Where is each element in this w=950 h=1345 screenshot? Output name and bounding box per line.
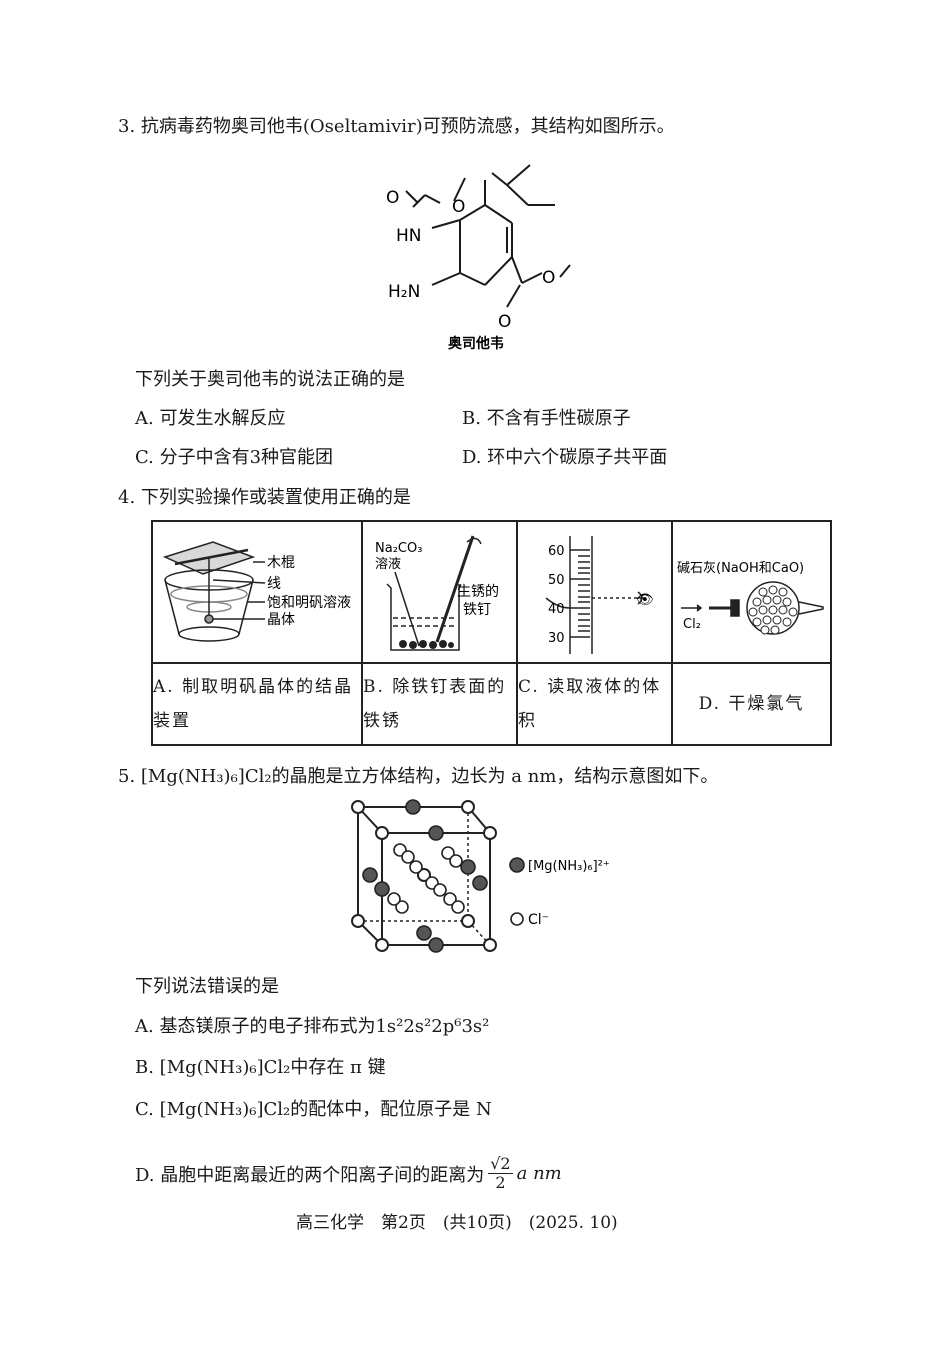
- q5-option-c[interactable]: C. [Mg(NH₃)₆]Cl₂的配体中，配位原子是 N: [135, 1099, 492, 1120]
- atom-hn: HN: [396, 226, 422, 246]
- caption-c[interactable]: C. 读取液体的体积: [516, 662, 673, 746]
- tick-60: 60: [548, 544, 565, 559]
- q4-stem: 4. 下列实验操作或装置使用正确的是: [118, 487, 411, 508]
- atom-h2n: H₂N: [388, 282, 420, 302]
- cylinder-reading: 60 50 40 30 👁: [545, 536, 654, 654]
- q5-option-b[interactable]: B. [Mg(NH₃)₆]Cl₂中存在 π 键: [135, 1057, 386, 1078]
- drying-tube-setup: 碱石灰(NaOH和CaO) Cl₂: [677, 561, 824, 635]
- structure-caption: 奥司他韦: [448, 335, 504, 352]
- label-thread: 线: [267, 576, 281, 592]
- q3-option-c[interactable]: C. 分子中含有3种官能团: [135, 447, 334, 468]
- q5-stem: 5. [Mg(NH₃)₆]Cl₂的晶胞是立方体结构，边长为 a nm，结构示意图…: [118, 766, 719, 787]
- q5-option-d[interactable]: D. 晶胞中距离最近的两个阳离子间的距离为 √2 2 a nm: [135, 1155, 562, 1192]
- atom-o-ester: O: [542, 268, 555, 288]
- unit-cell-diagram: [Mg(NH₃)₆]²⁺ Cl⁻: [351, 799, 610, 953]
- q5-prompt: 下列说法错误的是: [135, 976, 279, 997]
- q3-prompt: 下列关于奥司他韦的说法正确的是: [135, 369, 405, 390]
- caption-d[interactable]: D. 干燥氯气: [671, 662, 832, 746]
- q3-option-d[interactable]: D. 环中六个碳原子共平面: [462, 447, 668, 468]
- fraction: √2 2: [488, 1154, 513, 1192]
- label-rusty: 生锈的: [457, 584, 499, 600]
- caption-b[interactable]: B. 除铁钉表面的铁锈: [361, 662, 518, 746]
- caption-a[interactable]: A. 制取明矾晶体的结晶装置: [151, 662, 363, 746]
- legend-anion: Cl⁻: [528, 912, 549, 928]
- q5-option-a[interactable]: A. 基态镁原子的电子排布式为1s²2s²2p⁶3s²: [135, 1016, 490, 1037]
- page-footer: 高三化学 第2页 (共10页) (2025. 10): [296, 1213, 618, 1233]
- label-stick: 木棍: [267, 555, 295, 571]
- label-na2co3: Na₂CO₃: [375, 541, 422, 556]
- figure-a-cell: 木棍 线 饱和明矾溶液 晶体: [151, 520, 363, 664]
- fraction-numerator: √2: [488, 1154, 513, 1174]
- q3-option-a[interactable]: A. 可发生水解反应: [135, 408, 286, 429]
- fraction-denominator: 2: [495, 1173, 506, 1192]
- experiment-table: 木棍 线 饱和明矾溶液 晶体 Na₂CO₃ 溶液: [151, 520, 832, 746]
- alum-crystal-setup: 木棍 线 饱和明矾溶液 晶体: [162, 541, 351, 642]
- q3-option-b[interactable]: B. 不含有手性碳原子: [462, 408, 631, 429]
- oseltamivir-structure: O HN O H₂N O O 奥司他韦: [386, 164, 571, 352]
- figure-c-cell: 60 50 40 30 👁: [516, 520, 673, 664]
- atom-o-double: O: [498, 312, 511, 332]
- label-cl2: Cl₂: [683, 617, 701, 632]
- label-soda-lime: 碱石灰(NaOH和CaO): [677, 561, 804, 576]
- q5-option-d-tail: a nm: [516, 1163, 562, 1184]
- atom-o-carbonyl: O: [386, 188, 399, 208]
- label-nail: 铁钉: [463, 602, 491, 618]
- q5-option-d-text: D. 晶胞中距离最近的两个阳离子间的距离为: [135, 1164, 485, 1186]
- label-crystal: 晶体: [267, 612, 295, 628]
- q3-stem: 3. 抗病毒药物奥司他韦(Oseltamivir)可预防流感，其结构如图所示。: [118, 116, 675, 137]
- rusty-nail-setup: Na₂CO₃ 溶液 生锈的 铁钉: [375, 535, 499, 651]
- tick-50: 50: [548, 573, 565, 588]
- figure-d-cell: 碱石灰(NaOH和CaO) Cl₂: [671, 520, 832, 664]
- eye-icon: 👁: [636, 592, 654, 608]
- tick-30: 30: [548, 631, 565, 646]
- label-solution: 饱和明矾溶液: [267, 595, 351, 611]
- figure-b-cell: Na₂CO₃ 溶液 生锈的 铁钉: [361, 520, 518, 664]
- atom-o-ether: O: [452, 197, 465, 217]
- label-solution-b: 溶液: [375, 557, 401, 572]
- tick-40: 40: [548, 602, 565, 617]
- legend-cation: [Mg(NH₃)₆]²⁺: [528, 859, 610, 874]
